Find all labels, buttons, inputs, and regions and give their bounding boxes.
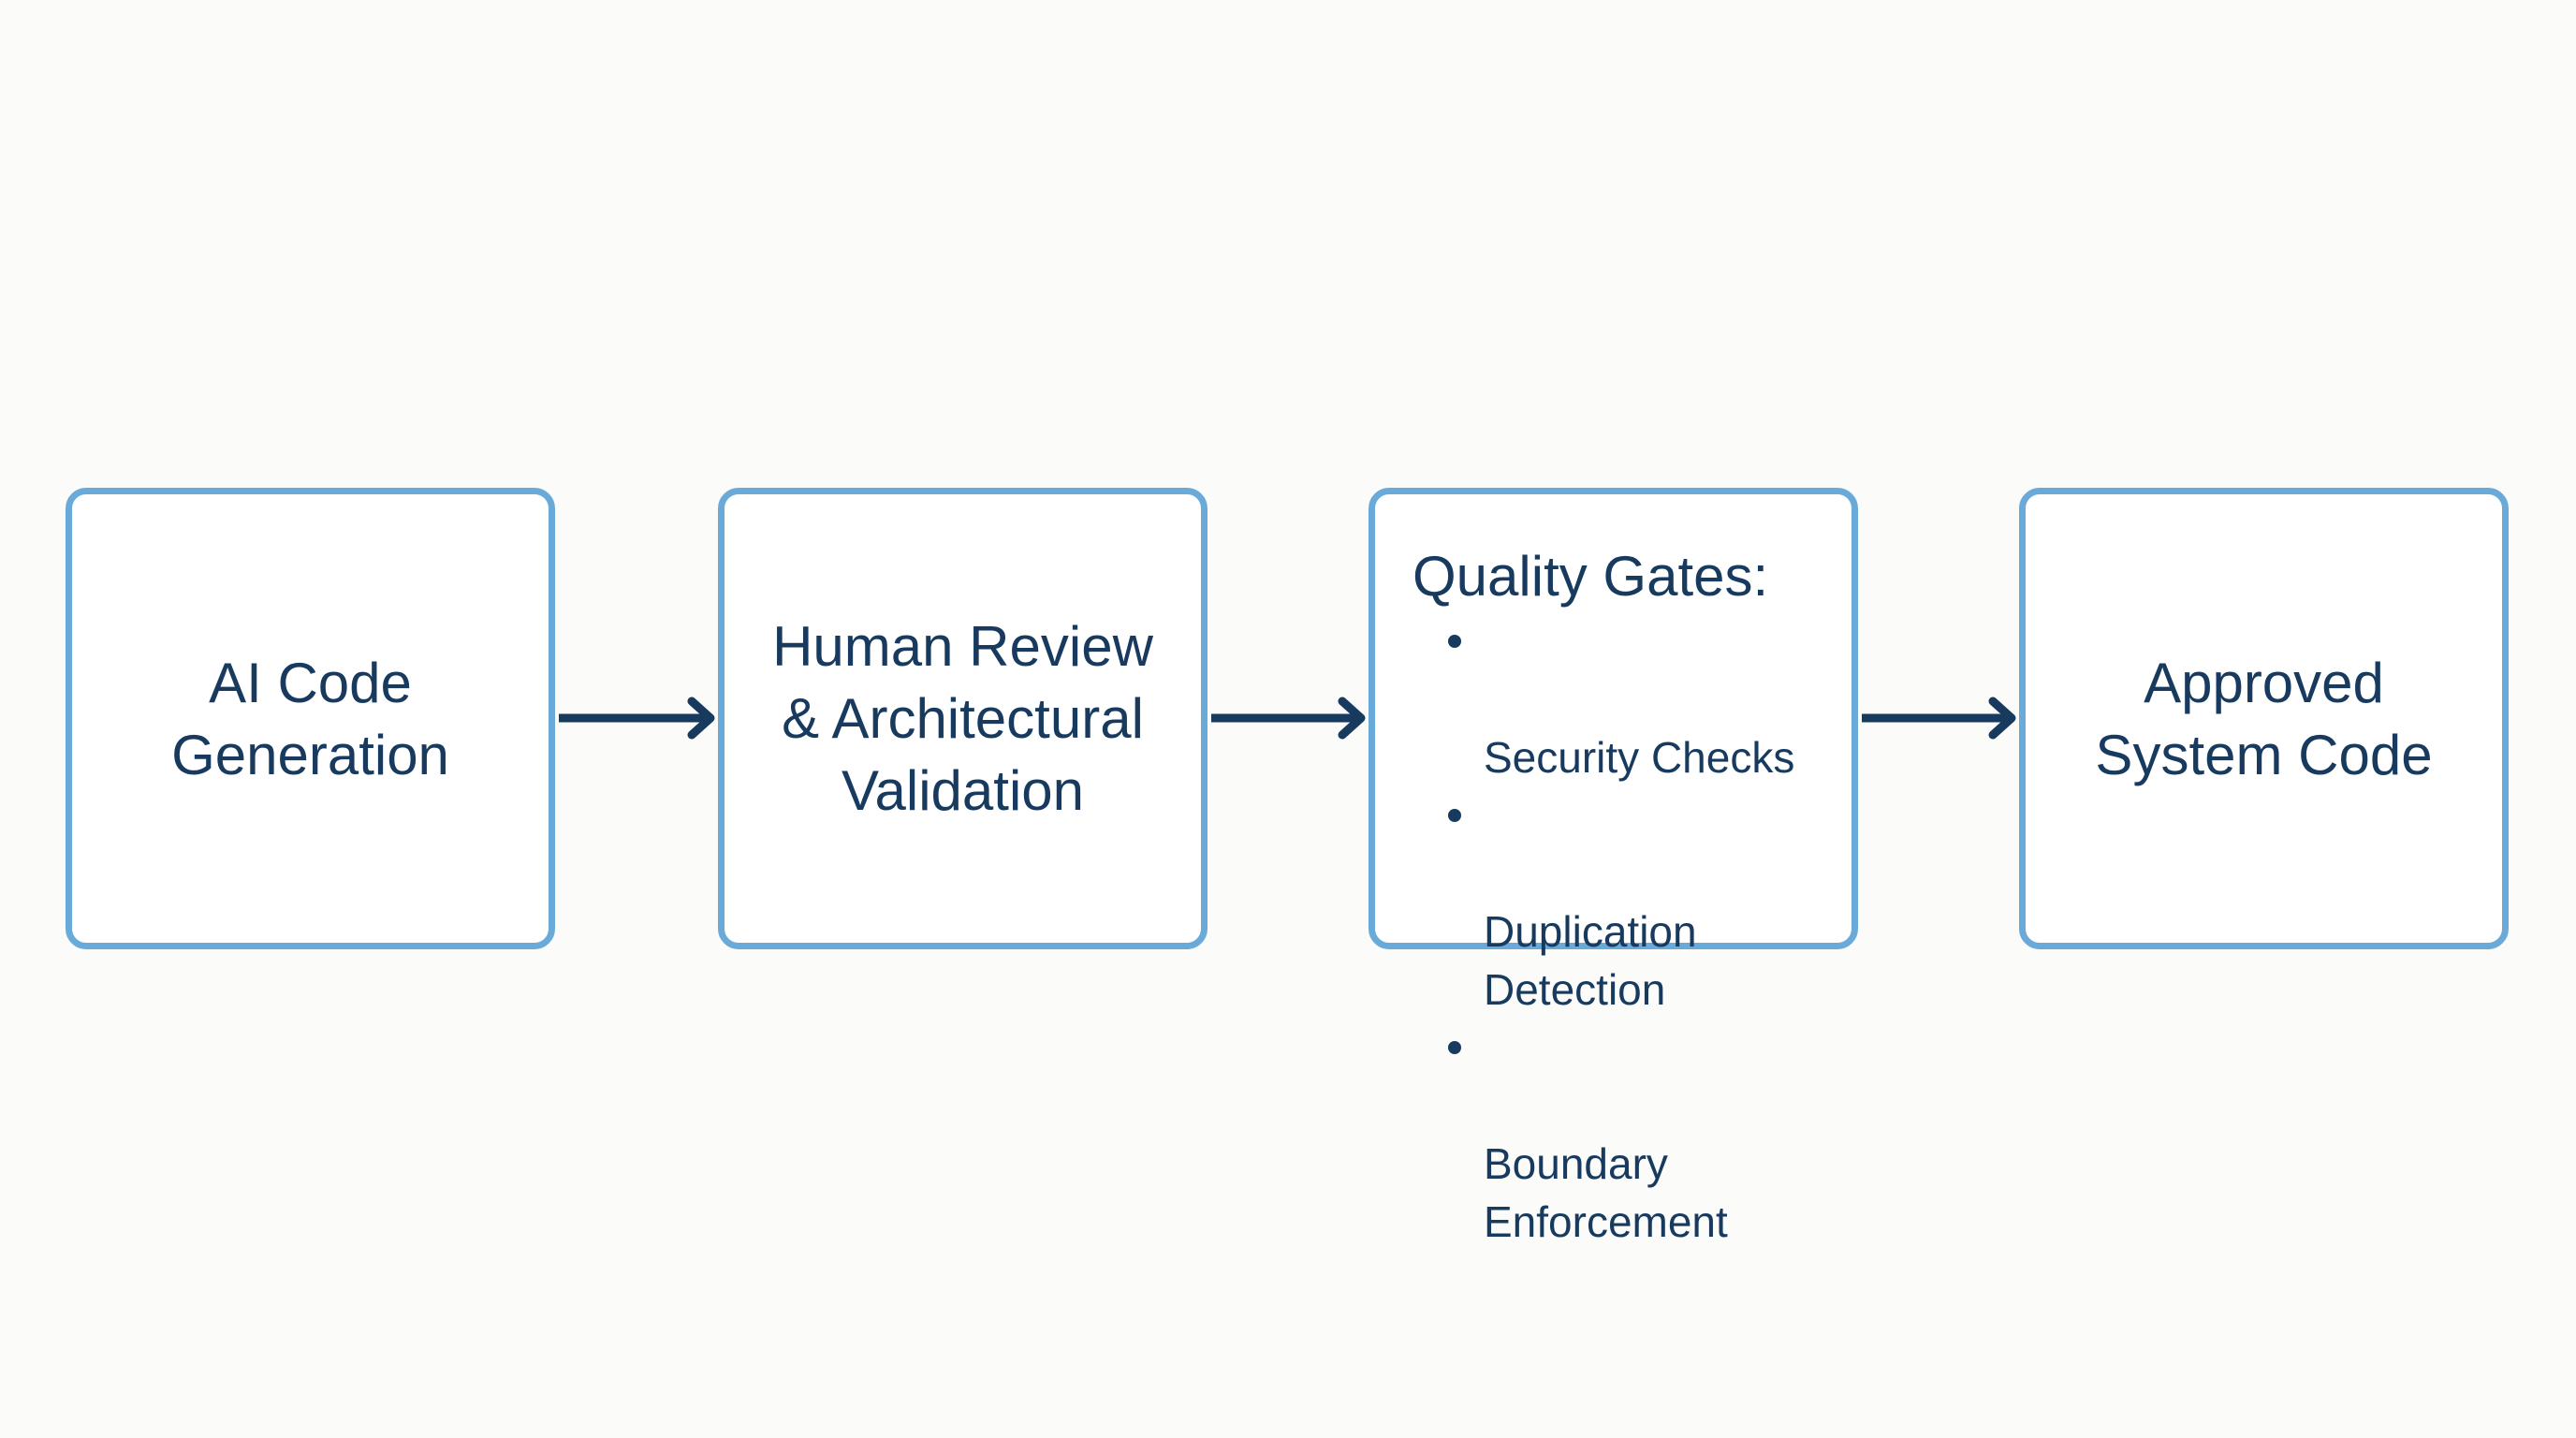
node-human-review: Human Review & Architectural Validation (718, 488, 1208, 949)
list-item-text: Duplication Detection (1484, 907, 1697, 1014)
bullet-icon (1448, 809, 1461, 822)
arrow-right-icon (559, 697, 715, 740)
node-approved-system-code: Approved System Code (2019, 488, 2509, 949)
edge-arrow-1 (559, 697, 715, 740)
bullet-icon (1448, 1041, 1461, 1054)
quality-gates-list: Security Checks Duplication Detection Bo… (1446, 612, 1842, 1251)
node-label: Human Review & Architectural Validation (772, 615, 1153, 822)
quality-gates-title: Quality Gates: (1412, 545, 1769, 608)
list-item-text: Security Checks (1484, 733, 1795, 782)
arrow-right-icon (1862, 697, 2016, 740)
quality-gates-content: Quality Gates: Security Checks Duplicati… (1411, 541, 1842, 1251)
node-ai-code-generation: AI Code Generation (66, 488, 555, 949)
list-item-text: Boundary Enforcement (1484, 1139, 1728, 1246)
list-item: Boundary Enforcement (1446, 1019, 1842, 1251)
arrow-right-icon (1211, 697, 1366, 740)
list-item: Security Checks (1446, 612, 1842, 786)
node-quality-gates: Quality Gates: Security Checks Duplicati… (1368, 488, 1858, 1246)
edge-arrow-2 (1211, 697, 1366, 740)
edge-arrow-3 (1862, 697, 2016, 740)
bullet-icon (1448, 635, 1461, 648)
list-item: Duplication Detection (1446, 786, 1842, 1019)
node-label: AI Code Generation (171, 651, 449, 786)
node-label: Approved System Code (2095, 651, 2433, 786)
